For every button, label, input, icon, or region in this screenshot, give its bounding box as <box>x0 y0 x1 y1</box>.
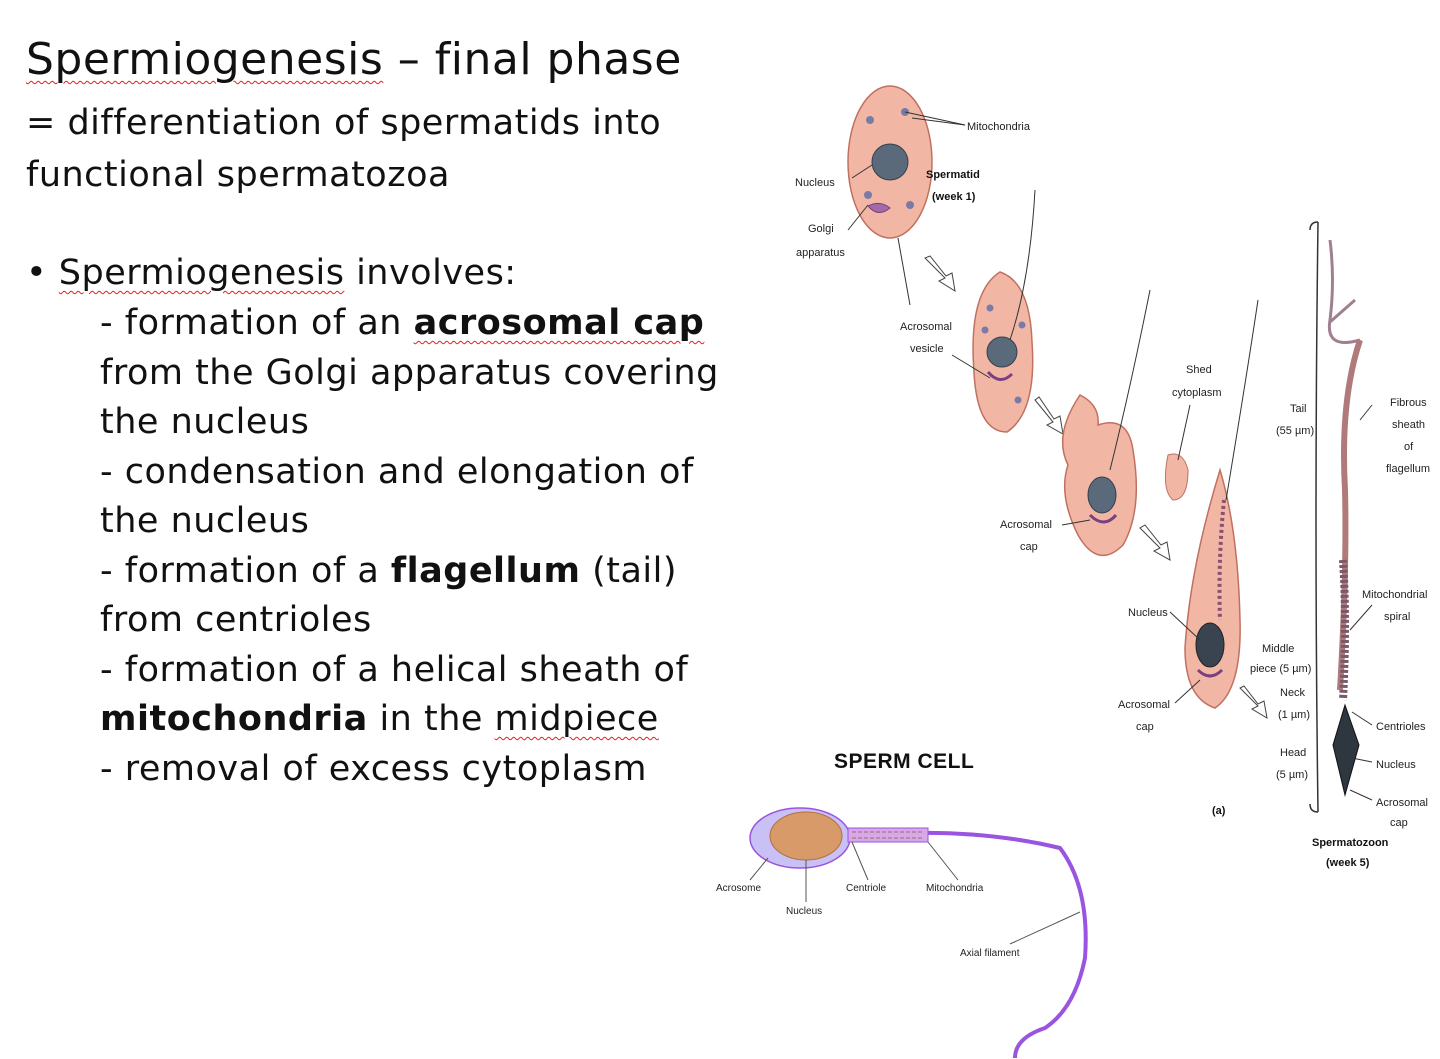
spermatozoon <box>1309 221 1373 813</box>
bullet-heading: • Spermiogenesis involves: <box>26 256 517 291</box>
item-1-bold: acrosomal cap <box>413 303 705 343</box>
label-acro-cap-1: Acrosomal <box>1376 797 1428 809</box>
label-nucleus-1: Nucleus <box>795 177 835 189</box>
label-centrioles: Centrioles <box>1376 721 1426 733</box>
title-rest: – final phase <box>383 34 682 85</box>
label-acrosomal-cap-2: cap <box>1020 541 1038 553</box>
spermatid-stage-4 <box>1169 299 1259 709</box>
label-spermatid-week: (week 1) <box>932 191 976 203</box>
label-nucleus-3: Nucleus <box>1376 759 1416 771</box>
label-sperm-nucleus: Nucleus <box>786 906 822 917</box>
label-mito-spiral-1: Mitochondrial <box>1362 589 1427 601</box>
label-mitochondria: Mitochondria <box>967 121 1031 133</box>
label-axial-filament: Axial filament <box>960 948 1020 959</box>
label-spermatozoon-2: (week 5) <box>1326 857 1370 869</box>
definition-line-2: functional spermatozoa <box>26 155 450 195</box>
bullet-dot: • <box>26 253 48 293</box>
item-1-line-1: - formation of an acrosomal cap <box>100 306 704 341</box>
label-tail-1: Tail <box>1290 403 1307 415</box>
label-nucleus-2: Nucleus <box>1128 607 1168 619</box>
label-acrosome: Acrosome <box>716 883 761 894</box>
label-centriole: Centriole <box>846 883 886 894</box>
label-acro-cap-2: cap <box>1390 817 1408 829</box>
label-acrosomal-vesicle-2: vesicle <box>910 343 944 355</box>
label-fibrous-3: of <box>1404 441 1414 453</box>
label-neck-2: (1 µm) <box>1278 709 1310 721</box>
item-4-line-2: mitochondria in the midpiece <box>100 702 659 737</box>
label-sperm-mitochondria: Mitochondria <box>926 883 984 894</box>
label-shed-2: cytoplasm <box>1172 387 1222 399</box>
label-fibrous-4: flagellum <box>1386 463 1430 475</box>
arrow-1 <box>924 255 956 293</box>
label-middle-1: Middle <box>1262 643 1294 655</box>
sperm-cell-illustration <box>749 807 1088 1059</box>
item-1-pre: - formation of an <box>100 303 414 343</box>
bullet-after: involves: <box>344 253 517 293</box>
spermatid-stage-3 <box>1061 289 1191 557</box>
label-acrosomal-cap2-2: cap <box>1136 721 1154 733</box>
label-tail-2: (55 µm) <box>1276 425 1314 437</box>
arrow-3 <box>1139 524 1171 561</box>
slide-title: Spermiogenesis – final phase <box>26 38 682 82</box>
spermatid-stage-1 <box>847 85 966 306</box>
label-neck-1: Neck <box>1280 687 1306 699</box>
arrow-2 <box>1034 396 1064 435</box>
item-3-bold: flagellum <box>390 551 581 591</box>
item-1-line-3: the nucleus <box>100 402 310 442</box>
label-head-2: (5 µm) <box>1276 769 1308 781</box>
label-spermatid: Spermatid <box>926 169 980 181</box>
label-acrosomal-cap2-1: Acrosomal <box>1118 699 1170 711</box>
item-4-bold: mitochondria <box>100 699 368 739</box>
label-shed-1: Shed <box>1186 364 1212 376</box>
label-panel-a: (a) <box>1212 805 1226 817</box>
sperm-cell-caption: SPERM CELL <box>834 750 975 773</box>
item-2-line-1: - condensation and elongation of <box>100 452 694 492</box>
arrow-4 <box>1239 685 1268 719</box>
item-4-squig: midpiece <box>494 699 659 739</box>
label-acrosomal-cap-1: Acrosomal <box>1000 519 1052 531</box>
title-term: Spermiogenesis <box>26 34 384 85</box>
label-fibrous-2: sheath <box>1392 419 1425 431</box>
item-5-line-1: - removal of excess cytoplasm <box>100 749 647 789</box>
label-fibrous-1: Fibrous <box>1390 397 1427 409</box>
item-4-mid: in the <box>367 699 495 739</box>
label-head-1: Head <box>1280 747 1306 759</box>
item-3-post: (tail) <box>580 551 677 591</box>
bullet-term: Spermiogenesis <box>58 253 345 293</box>
label-middle-2: piece (5 µm) <box>1250 663 1311 675</box>
item-3-pre: - formation of a <box>100 551 391 591</box>
item-3-line-2: from centrioles <box>100 600 372 640</box>
item-4-line-1: - formation of a helical sheath of <box>100 650 689 690</box>
spermatid-stage-2 <box>951 189 1036 433</box>
label-golgi-1: Golgi <box>808 223 834 235</box>
item-1-line-2: from the Golgi apparatus covering <box>100 353 719 393</box>
label-acrosomal-vesicle-1: Acrosomal <box>900 321 952 333</box>
definition-line-1: = differentiation of spermatids into <box>26 103 662 143</box>
label-mito-spiral-2: spiral <box>1384 611 1410 623</box>
item-2-line-2: the nucleus <box>100 501 310 541</box>
label-golgi-2: apparatus <box>796 247 845 259</box>
label-spermatozoon-1: Spermatozoon <box>1312 837 1389 849</box>
item-3-line-1: - formation of a flagellum (tail) <box>100 554 677 589</box>
